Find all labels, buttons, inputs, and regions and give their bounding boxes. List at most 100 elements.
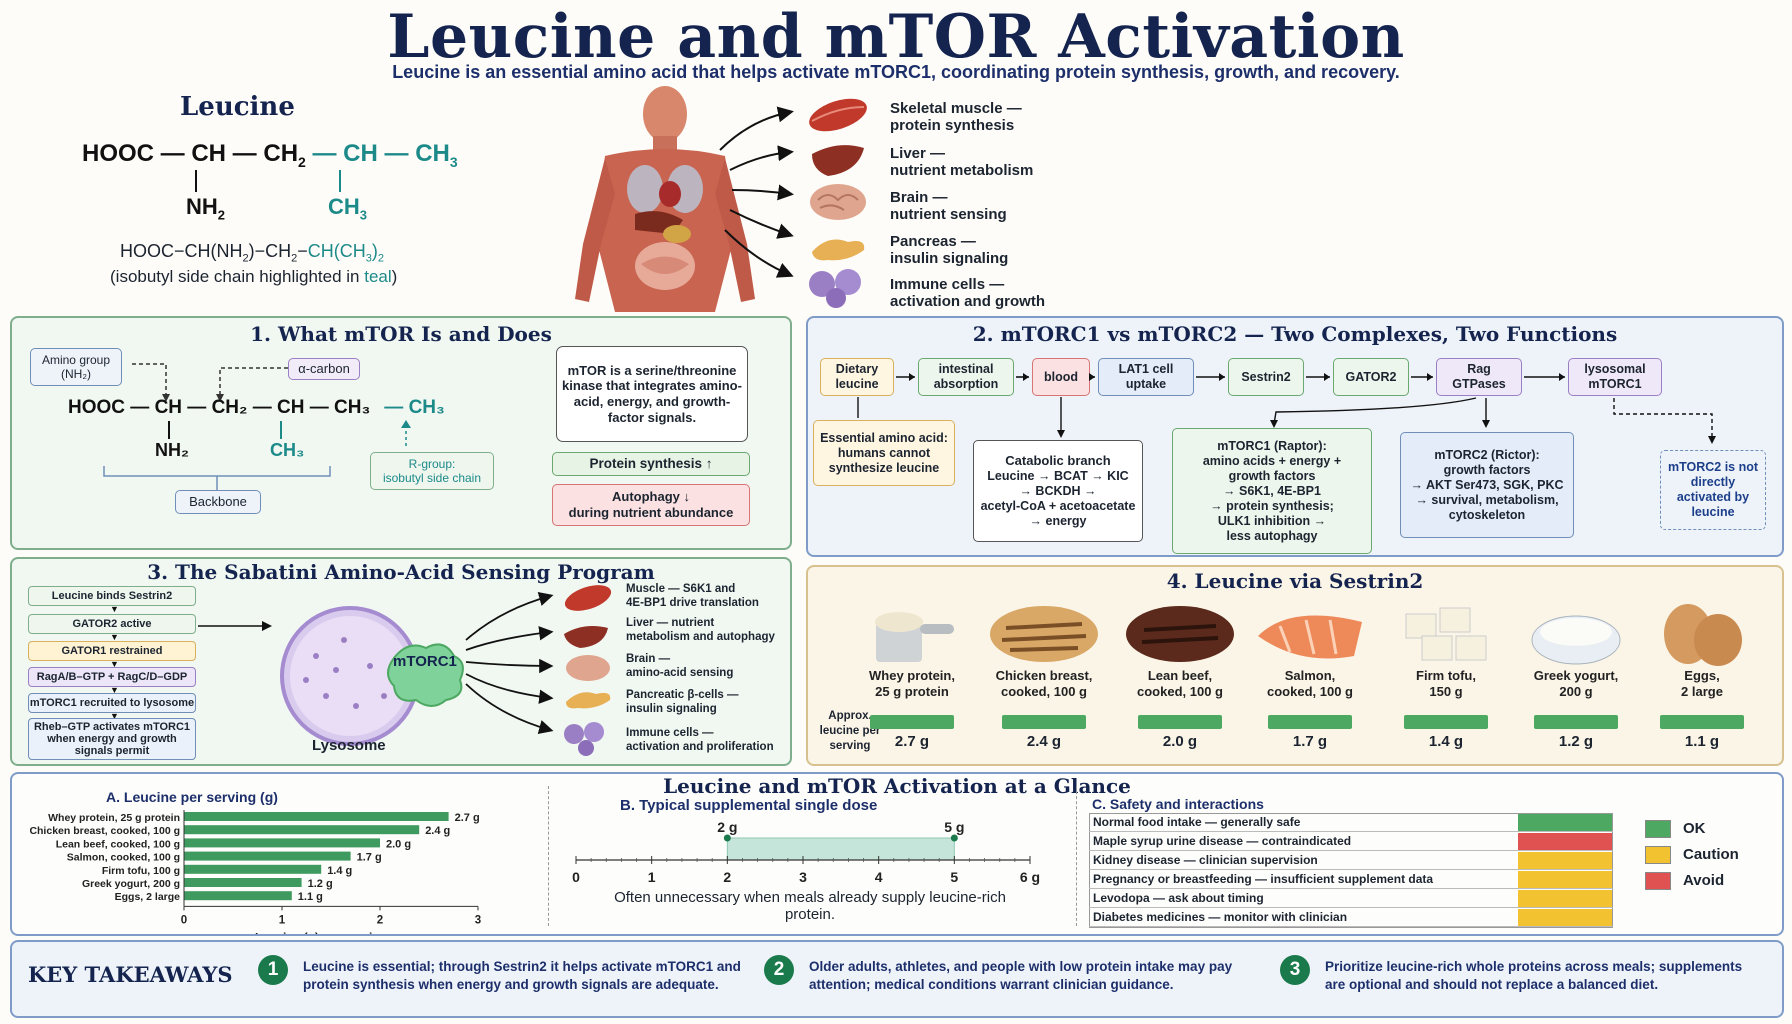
lean-beef-icon xyxy=(1120,596,1240,668)
mtorc1-line-3: growth factors xyxy=(1228,468,1316,483)
food-label-7: Eggs,2 large xyxy=(1632,668,1772,699)
food-detail: 25 g protein xyxy=(875,683,949,699)
eggs-icon xyxy=(1642,596,1762,668)
bar-value-label: 1.4 g xyxy=(327,865,352,877)
safety-status-cell xyxy=(1518,890,1612,907)
bar-value-label: 2.7 g xyxy=(455,812,480,824)
leucine-nh2: NH2 xyxy=(186,194,225,222)
safety-row-6: Diabetes medicines — monitor with clinic… xyxy=(1089,908,1613,927)
food-detail: cooked, 100 g xyxy=(1267,683,1353,699)
note-teal: teal xyxy=(364,267,392,286)
safety-status-cell xyxy=(1518,833,1612,850)
p1-hooc: HOOC xyxy=(68,397,125,418)
mtorc2-rictor-box: mTORC2 (Rictor): growth factors → AKT Se… xyxy=(1400,432,1574,538)
page-subtitle: Leucine is an essential amino acid that … xyxy=(392,62,1400,82)
catabolic-line-1: Leucine → BCAT → KIC xyxy=(987,468,1129,483)
key-takeaways-title: KEY TAKEAWAYS xyxy=(28,962,233,987)
target-detail: metabolism and autophagy xyxy=(626,630,775,643)
bar-4 xyxy=(184,851,351,861)
flow-arrows xyxy=(857,373,1716,444)
takeaway-text-3: Prioritize leucine-rich whole proteins a… xyxy=(1325,959,1743,992)
safety-row-4: Pregnancy or breastfeeding — insufficien… xyxy=(1089,870,1613,889)
formula-ch: CH xyxy=(191,140,227,167)
formula-hooc: HOOC xyxy=(82,140,154,167)
bar-x-tick-label: 0 xyxy=(181,914,187,926)
bar-chart-title: A. Leucine per serving (g) xyxy=(106,789,278,805)
pancreas-icon xyxy=(812,239,865,261)
lysosome-illustration xyxy=(280,606,464,746)
target-name: Immune cells — xyxy=(626,727,714,739)
sabatini-step-3: GATOR1 restrained xyxy=(28,641,196,661)
dose-tick-label: 6 g xyxy=(1020,869,1040,885)
p1-ch2: CH₂ xyxy=(211,397,248,418)
rag-to-mtorc1 xyxy=(1273,397,1477,425)
organ-immune-detail: activation and growth xyxy=(890,293,1046,311)
key-takeaways-panel xyxy=(10,940,1784,1018)
formula-ch3-end: CH xyxy=(415,140,450,167)
bar-category-label: Greek yogurt, 200 g xyxy=(82,878,180,890)
food-value-1: 2.7 g xyxy=(894,733,930,750)
bar-1 xyxy=(184,812,449,821)
organ-brain-name: Brain — xyxy=(890,189,948,206)
bar-6 xyxy=(184,878,302,887)
panel3-organ-icons xyxy=(564,585,612,756)
greek-yogurt-icon xyxy=(1516,596,1636,668)
sabatini-target-3: Brain —amino-acid sensing xyxy=(626,653,733,681)
organ-liver-name: Liver — xyxy=(890,145,946,162)
food-value-5: 1.4 g xyxy=(1428,733,1464,750)
legend-swatch-caution xyxy=(1645,846,1671,864)
takeaway-number-1: 1 xyxy=(258,955,288,985)
food-name: Lean beef, xyxy=(1147,668,1213,683)
immune-cells-icon xyxy=(809,269,861,308)
food-value-4: 1.7 g xyxy=(1292,733,1328,750)
panel-2-title: 2. mTORC1 vs mTORC2 — Two Complexes, Two… xyxy=(972,322,1618,346)
nh2-bond xyxy=(195,170,197,192)
takeaway-text-1: Leucine is essential; through Sestrin2 i… xyxy=(303,959,741,992)
ch3-branch-label: CH xyxy=(328,194,360,219)
alpha-carbon-box: α-carbon xyxy=(288,358,360,380)
organ-muscle-detail: protein synthesis xyxy=(890,117,1015,135)
autophagy-label: Autophagy ↓ xyxy=(612,489,690,505)
salmon-icon xyxy=(1250,596,1370,668)
bar-7 xyxy=(184,891,292,901)
bar-category-label: Whey protein, 25 g protein xyxy=(48,812,180,824)
brain-icon xyxy=(810,184,866,220)
food-label-6: Greek yogurt,200 g xyxy=(1506,668,1646,699)
safety-status-cell xyxy=(1518,852,1612,869)
steps-to-lysosome-arrow xyxy=(198,621,272,631)
food-label-1: Whey protein,25 g protein xyxy=(842,668,982,699)
dose-tick-label: 5 xyxy=(950,869,958,885)
formula-teal-bond-2: — xyxy=(377,140,416,167)
sabatini-step-1: Leucine binds Sestrin2 xyxy=(28,586,196,606)
safety-title: C. Safety and interactions xyxy=(1092,796,1264,812)
backbone-box: Backbone xyxy=(175,490,261,514)
mtorc1-line-6: ULK1 inhibition → xyxy=(1217,513,1327,528)
food-bar-2 xyxy=(1002,715,1086,729)
mtorc1-line-2: amino acids + energy + xyxy=(1202,453,1342,468)
legend-swatch-avoid xyxy=(1645,872,1671,890)
amino-group-sub: (NH₂) xyxy=(61,367,91,381)
takeaway-number-2: 2 xyxy=(764,955,794,985)
note-prefix: (isobutyl side chain highlighted in xyxy=(110,267,365,286)
p1-ch3-bond xyxy=(280,421,282,439)
dose-range-band xyxy=(726,837,955,861)
nh2-sub: 2 xyxy=(217,207,226,223)
nh2-label: NH xyxy=(186,194,218,219)
safety-row-2: Maple syrup urine disease — contraindica… xyxy=(1089,832,1613,851)
mtorc1-line-1: mTORC1 (Raptor): xyxy=(1217,438,1327,453)
flow-step-3: blood xyxy=(1032,358,1090,396)
food-label-3: Lean beef,cooked, 100 g xyxy=(1110,668,1250,699)
bar-x-tick-label: 3 xyxy=(475,914,481,926)
catabolic-line-2: → BCKDH → xyxy=(1019,483,1097,498)
autophagy-detail: during nutrient abundance xyxy=(568,505,734,520)
mtorc2-line-2: growth factors xyxy=(1443,462,1531,477)
condensed-dash: − xyxy=(297,241,308,261)
flow-step-8: lysosomal mTORC1 xyxy=(1568,358,1662,396)
flow-step-1: Dietary leucine xyxy=(820,358,894,396)
dose-marker xyxy=(723,834,731,842)
r-group-arrow xyxy=(401,420,411,446)
r-group-box: R-group:isobutyl side chain xyxy=(370,452,494,490)
catabolic-branch-box: Catabolic branch Leucine → BCAT → KIC → … xyxy=(973,440,1143,542)
amino-group-label: Amino group xyxy=(41,352,111,367)
